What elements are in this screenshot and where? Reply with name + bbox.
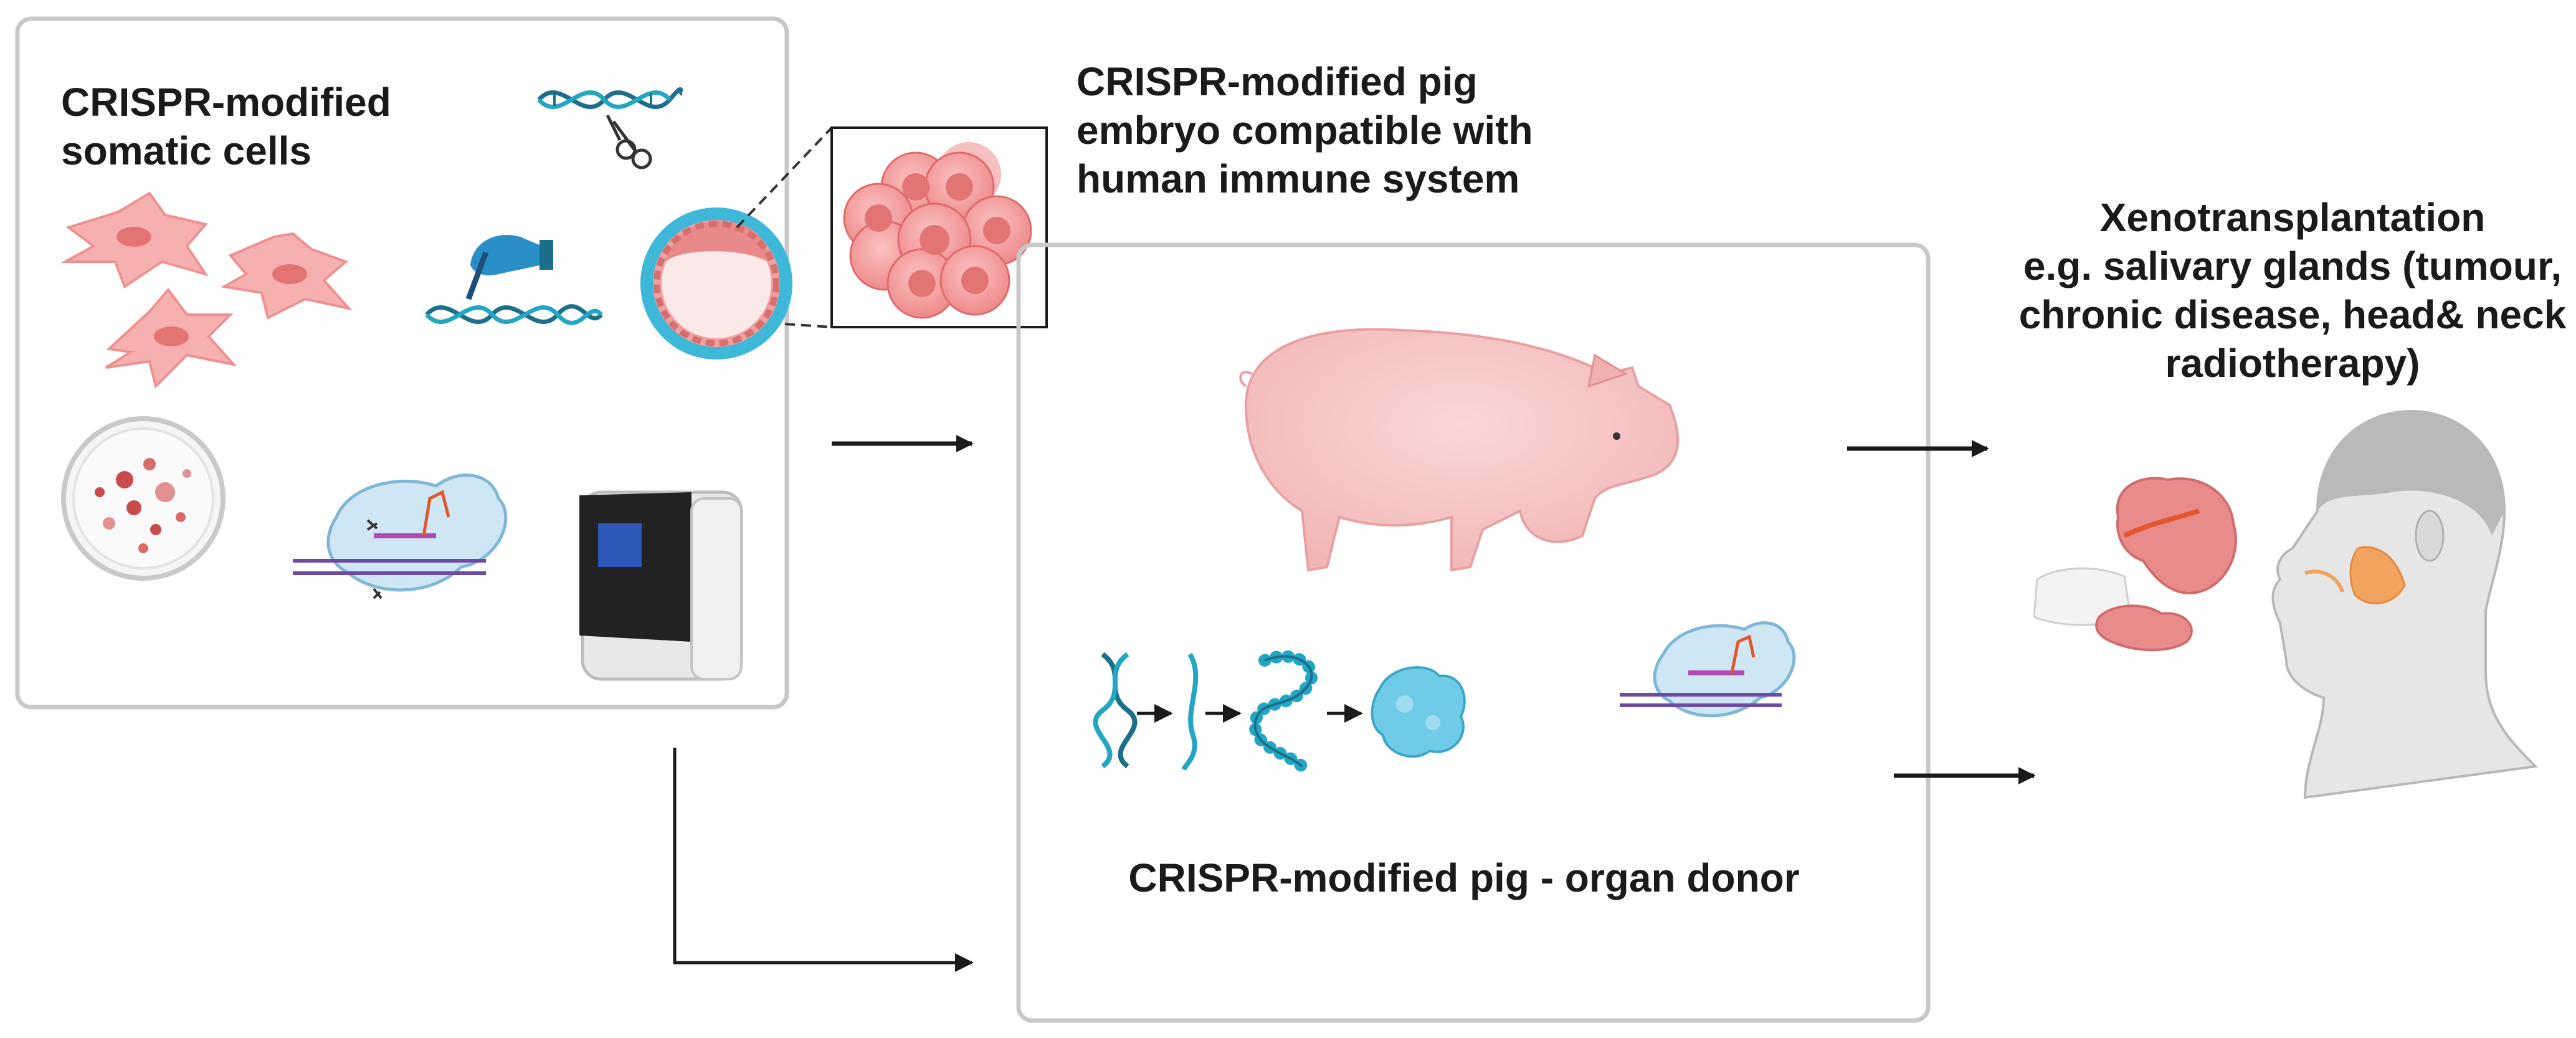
mrna-icon (1181, 652, 1199, 771)
somatic-cells-title: CRISPR-modified somatic cells (61, 78, 391, 175)
somatic-cells-title-line: somatic cells (61, 128, 311, 174)
folded-protein-icon (1371, 666, 1466, 758)
embryo-title: CRISPR-modified pig embryo compatible wi… (1077, 57, 1533, 203)
xeno-title-line: Xenotransplantation (2099, 195, 2486, 240)
arrow-left-down-to-middle (673, 748, 974, 972)
lab-instrument-icon (579, 490, 743, 681)
fibroblast-cell-icon (60, 191, 353, 389)
crispr-cas9-icon (293, 474, 508, 599)
peptide-chain-icon (1248, 650, 1318, 773)
embryo-title-line: human immune system (1077, 156, 1520, 202)
dna-icon (1093, 652, 1138, 769)
morula-icon (843, 142, 1032, 319)
crispr-cas9-icon (1620, 621, 1796, 718)
embryo-title-line: embryo compatible with (1077, 108, 1533, 153)
somatic-cells-title-line: CRISPR-modified (61, 80, 391, 125)
organ-donor-panel (1016, 242, 1931, 1023)
human-head-icon (2271, 409, 2539, 799)
xeno-title-line: e.g. salivary glands (tumour, (2023, 244, 2562, 289)
salivary-gland-icon (2033, 477, 2237, 652)
petri-dish-icon (61, 416, 226, 581)
hand-editing-dna-icon (425, 235, 603, 325)
xeno-title-line: radiotherapy) (2165, 341, 2420, 386)
somatic-cells-panel (15, 16, 789, 710)
xeno-title-line: chronic disease, head& neck (2018, 292, 2567, 338)
dna-scissors-icon (537, 87, 684, 169)
pig-icon (1239, 328, 1680, 572)
organ-donor-title: CRISPR-modified pig - organ donor (1128, 855, 1800, 900)
embryo-title-line: CRISPR-modified pig (1077, 59, 1478, 104)
blastocyst-icon (640, 207, 792, 359)
xenotransplantation-title: Xenotransplantation e.g. salivary glands… (2018, 193, 2567, 388)
